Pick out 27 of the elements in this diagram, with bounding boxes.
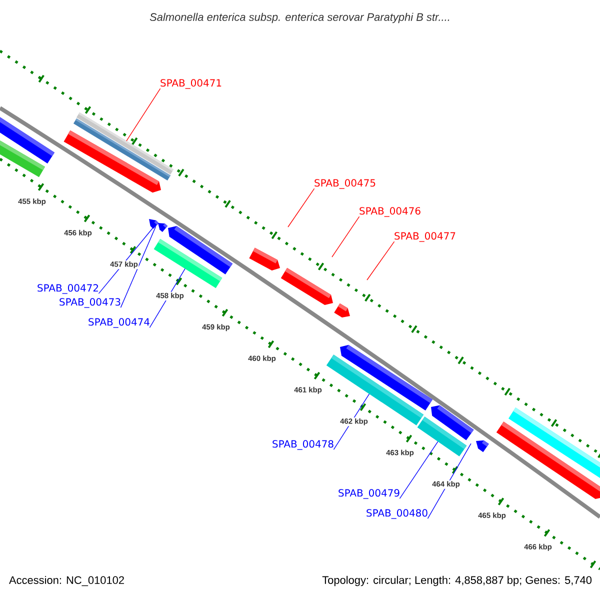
gene-block xyxy=(76,112,174,175)
gene-label: SPAB_00479 xyxy=(338,489,400,499)
gene-block xyxy=(476,440,489,452)
gene-block xyxy=(149,219,159,229)
gene-label: SPAB_00478 xyxy=(272,440,334,450)
leader-line xyxy=(427,443,472,519)
genome-info-text: Topology: circular; Length: 4,858,887 bp; Genes: 5,740 xyxy=(321,575,593,587)
gene-label: SPAB_00473 xyxy=(60,298,120,308)
leader-line xyxy=(366,241,395,280)
leader-line xyxy=(288,188,315,228)
gene-label: SPAB_00480 xyxy=(366,509,428,519)
gene-label: SPAB_00476 xyxy=(360,207,420,217)
gene-label: SPAB_00475 xyxy=(314,179,376,189)
title: Salmonella enterica subsp. enterica serovar Paratyphi B str.... xyxy=(150,12,450,24)
leader-line xyxy=(98,228,153,294)
leader-line xyxy=(332,216,360,258)
leader-line xyxy=(126,88,161,142)
leader-line xyxy=(120,226,156,308)
gene-block xyxy=(158,223,168,232)
gene-block xyxy=(417,416,467,456)
accession-text: Accession: NC_010102 xyxy=(8,575,126,587)
gene-label: SPAB_00472 xyxy=(38,284,98,294)
gene-label: SPAB_00474 xyxy=(88,318,150,328)
gene-label: SPAB_00471 xyxy=(160,79,222,89)
gene-label: SPAB_00477 xyxy=(394,232,456,242)
gene-block xyxy=(154,238,222,288)
leader-line xyxy=(399,441,438,499)
